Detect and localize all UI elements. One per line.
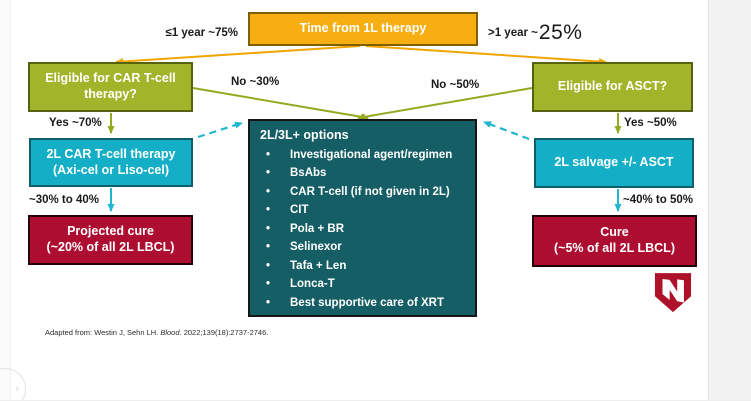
label-gt-1-year-value: 25% bbox=[538, 21, 583, 44]
time-from-1l-box: Time from 1L therapy bbox=[248, 12, 478, 46]
citation-pre: Adapted from: Westin J, Sehn LH. bbox=[45, 328, 161, 337]
projected-cure-label: Projected cure bbox=[67, 224, 154, 239]
label-gt-1-year: >1 year ~25% bbox=[488, 19, 582, 47]
left-margin-strip bbox=[0, 0, 11, 400]
citation-journal: Blood. bbox=[160, 328, 182, 337]
label-no-30: No ~30% bbox=[231, 76, 280, 88]
eligible-car-t-box: Eligible for CAR T-cell therapy? bbox=[28, 62, 193, 112]
right-margin-strip bbox=[708, 0, 751, 400]
options-list-item: CIT bbox=[260, 201, 452, 220]
label-rate-left: ~30% to 40% bbox=[29, 194, 99, 206]
options-box: 2L/3L+ options Investigational agent/reg… bbox=[248, 119, 477, 317]
options-list-item: Tafa + Len bbox=[260, 257, 452, 276]
options-list-item: Best supportive care of XRT bbox=[260, 294, 452, 313]
cure-sublabel: (~5% of all 2L LBCL) bbox=[554, 241, 675, 255]
options-list-item: Lonca-T bbox=[260, 275, 452, 294]
car-t-therapy-sublabel: (Axi-cel or Liso-cel) bbox=[53, 162, 169, 177]
options-list-item: CAR T-cell (if not given in 2L) bbox=[260, 183, 452, 202]
salvage-asct-box: 2L salvage +/- ASCT bbox=[534, 138, 694, 188]
options-list-item: BsAbs bbox=[260, 164, 452, 183]
options-title: 2L/3L+ options bbox=[260, 128, 349, 142]
label-yes-50: Yes ~50% bbox=[624, 117, 677, 129]
eligible-car-t-label: Eligible for CAR T-cell therapy? bbox=[45, 71, 176, 101]
cure-box: Cure (~5% of all 2L LBCL) bbox=[532, 215, 697, 267]
options-list: Investigational agent/regimen BsAbs CAR … bbox=[260, 146, 452, 313]
projected-cure-sublabel: (~20% of all 2L LBCL) bbox=[46, 240, 175, 254]
label-le-1-year: ≤1 year ~75% bbox=[165, 27, 239, 39]
label-no-50: No ~50% bbox=[431, 79, 480, 91]
cure-label: Cure bbox=[600, 225, 629, 240]
nebraska-medicine-logo bbox=[654, 273, 692, 313]
eligible-asct-box: Eligible for ASCT? bbox=[532, 62, 693, 112]
salvage-asct-label: 2L salvage +/- ASCT bbox=[554, 155, 674, 170]
time-from-1l-label: Time from 1L therapy bbox=[299, 21, 427, 36]
options-list-item: Selinexor bbox=[260, 238, 452, 257]
label-rate-right: ~40% to 50% bbox=[623, 194, 693, 206]
eligible-asct-label: Eligible for ASCT? bbox=[557, 79, 668, 94]
chevron-right-icon: › bbox=[15, 383, 19, 395]
car-t-therapy-label: 2L CAR T-cell therapy bbox=[46, 146, 176, 161]
citation: Adapted from: Westin J, Sehn LH. Blood. … bbox=[45, 328, 268, 337]
options-list-item: Investigational agent/regimen bbox=[260, 146, 452, 165]
car-t-therapy-box: 2L CAR T-cell therapy (Axi-cel or Liso-c… bbox=[29, 138, 193, 187]
citation-post: 2022;139(18):2737-2746. bbox=[181, 328, 269, 337]
label-yes-70: Yes ~70% bbox=[49, 117, 102, 129]
projected-cure-box: Projected cure (~20% of all 2L LBCL) bbox=[28, 215, 193, 265]
options-list-item: Pola + BR bbox=[260, 220, 452, 239]
label-gt-1-year-prefix: >1 year ~ bbox=[488, 27, 538, 39]
